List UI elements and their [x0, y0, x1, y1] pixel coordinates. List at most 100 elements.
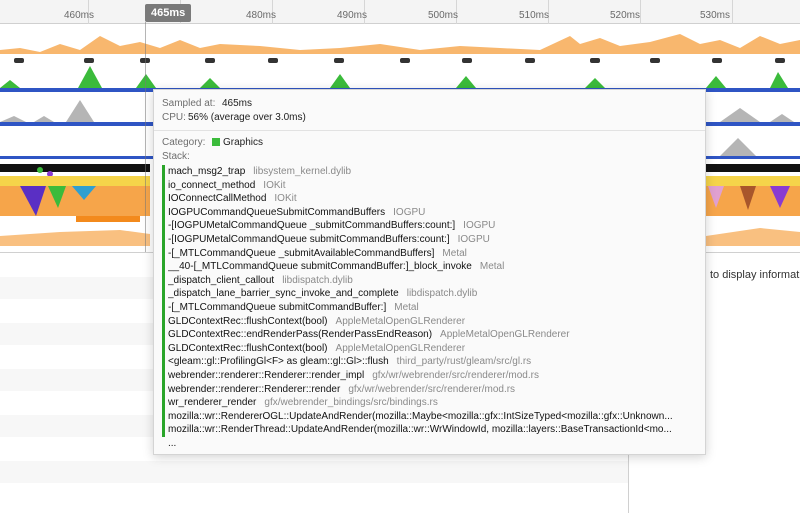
tick-line — [272, 0, 273, 24]
cpu-activity-graph — [0, 230, 150, 246]
cpu-activity-graph — [706, 228, 800, 246]
graphics-activity-peaks — [0, 66, 788, 88]
sampled-at-label: Sampled at: — [162, 98, 216, 109]
stack-frame-function: -[IOGPUMetalCommandQueue _submitCommandB… — [168, 220, 456, 232]
stack-list: mach_msg2_trap libsystem_kernel.dylib io_c… — [162, 165, 697, 450]
stack-frame-library: Metal — [394, 301, 419, 313]
stack-frame-library: third_party/rust/gleam/src/gl.rs — [396, 356, 532, 368]
stack-frame: -[_MTLCommandQueue submitCommandBuffer:]… — [168, 301, 697, 315]
stack-frame: mozilla::wr::RendererOGL::UpdateAndRende… — [168, 410, 697, 424]
stack-frame-function: GLDContextRec::flushContext(bool) — [168, 315, 328, 327]
stack-frame: _dispatch_lane_barrier_sync_invoke_and_c… — [168, 287, 697, 301]
stack-frame-library: libdispatch.dylib — [282, 274, 353, 286]
stack-frame-function: IOConnectCallMethod — [168, 193, 267, 205]
thread-samples-gray — [0, 100, 794, 122]
stack-frame-library: AppleMetalOpenGLRenderer — [335, 342, 466, 354]
stack-frame-library: AppleMetalOpenGLRenderer — [335, 315, 466, 327]
stack-frame-library: gfx/wr/webrender/src/renderer/mod.rs — [372, 369, 539, 381]
stack-frame-library: AppleMetalOpenGLRenderer — [440, 329, 570, 341]
tooltip-header: Sampled at: 465ms CPU:56% (average over 3… — [154, 90, 705, 131]
stack-frame: <gleam::gl::ProfilingGl<F> as gleam::gl:… — [168, 355, 697, 369]
table-row[interactable] — [0, 461, 628, 483]
stack-frame-library: IOKit — [263, 179, 286, 191]
stack-frame-function: _dispatch_client_callout — [168, 274, 275, 286]
cursor-line — [145, 22, 146, 252]
stack-frame: mozilla::wr::RenderThread::UpdateAndRend… — [168, 423, 697, 437]
tick-label: 490ms — [337, 10, 368, 21]
category-value: Graphics — [223, 137, 264, 148]
category-label: Category: — [162, 137, 206, 148]
stack-frame-library: gfx/webrender_bindings/src/bindings.rs — [264, 397, 438, 409]
tick-label: 500ms — [428, 10, 459, 21]
stack-frame-function: IOGPUCommandQueueSubmitCommandBuffers — [168, 206, 386, 218]
category-swatch — [212, 138, 220, 146]
tick-label: 520ms — [610, 10, 641, 21]
stack-frame-library: libsystem_kernel.dylib — [253, 166, 352, 177]
stack-frame-library: gfx/wr/webrender/src/renderer/mod.rs — [348, 383, 516, 395]
stack-frame-function: webrender::renderer::Renderer::render — [168, 383, 341, 395]
stack-frame-function: GLDContextRec::endRenderPass(RenderPassE… — [168, 329, 433, 341]
stack-frame-library: Metal — [479, 261, 505, 273]
tick-label: 480ms — [246, 10, 277, 21]
stack-frame-function: __40-[_MTLCommandQueue submitCommandBuff… — [168, 261, 472, 273]
stack-frame: io_connect_method IOKit — [168, 179, 697, 193]
stack-frame: -[IOGPUMetalCommandQueue submitCommandBu… — [168, 233, 697, 247]
tick-label: 510ms — [519, 10, 550, 21]
stack-frame: IOGPUCommandQueueSubmitCommandBuffers IOG… — [168, 206, 697, 220]
cpu-activity-graph — [0, 34, 800, 54]
tick-line — [548, 0, 549, 24]
stack-frame: -[IOGPUMetalCommandQueue _submitCommandB… — [168, 219, 697, 233]
stack-frame: __40-[_MTLCommandQueue submitCommandBuff… — [168, 260, 697, 274]
stack-frame: GLDContextRec::flushContext(bool) AppleMe… — [168, 315, 697, 329]
stack-frame-function: ... — [168, 437, 177, 449]
stack-frame-function: -[IOGPUMetalCommandQueue submitCommandBu… — [168, 233, 450, 245]
tick-line — [364, 0, 365, 24]
stack-frame-function: io_connect_method — [168, 179, 256, 191]
stack-frame: _dispatch_client_callout libdispatch.dyli… — [168, 274, 697, 288]
tick-label: 530ms — [700, 10, 731, 21]
stack-frame-function: -[_MTLCommandQueue submitCommandBuffer:] — [168, 301, 387, 313]
timeline-ruler[interactable]: 460ms 470ms 480ms 490ms 500ms 510ms 520m… — [0, 0, 800, 24]
tick-label: 460ms — [64, 10, 95, 21]
sidebar-message: to display informati — [710, 269, 800, 281]
stack-frame-function: mozilla::wr::RendererOGL::UpdateAndRende… — [168, 410, 673, 422]
stack-frame-function: mozilla::wr::RenderThread::UpdateAndRend… — [168, 424, 672, 436]
stack-frame: webrender::renderer::Renderer::render gfx… — [168, 383, 697, 397]
sample-tooltip: Sampled at: 465ms CPU:56% (average over 3… — [153, 89, 706, 455]
cpu-value: 56% (average over 3.0ms) — [188, 112, 306, 123]
stack-frame: IOConnectCallMethod IOKit — [168, 192, 697, 206]
tick-line — [456, 0, 457, 24]
cursor-time-label: 465ms — [145, 4, 192, 22]
stack-frame-function: <gleam::gl::ProfilingGl<F> as gleam::gl:… — [168, 356, 389, 368]
stack-frame: ... — [168, 437, 697, 451]
stack-frame-function: webrender::renderer::Renderer::render_im… — [168, 369, 365, 381]
stack-frame-library: IOGPU — [463, 220, 496, 232]
stack-frame: webrender::renderer::Renderer::render_im… — [168, 369, 697, 383]
thread-samples-gray — [720, 138, 756, 156]
stack-frame-library: IOKit — [274, 193, 297, 205]
stack-frame: GLDContextRec::flushContext(bool) AppleMe… — [168, 342, 697, 356]
stack-frame-library: Metal — [442, 247, 467, 259]
stack-frame-library: libdispatch.dylib — [406, 288, 478, 300]
stack-frame-function: -[_MTLCommandQueue _submitAvailableComma… — [168, 247, 435, 259]
stack-frame-function: GLDContextRec::flushContext(bool) — [168, 342, 328, 354]
cpu-label: CPU: — [162, 112, 186, 123]
stack-frame-function: wr_renderer_render — [168, 397, 257, 409]
stack-frame: mach_msg2_trap libsystem_kernel.dylib — [168, 165, 697, 179]
stack-frame: wr_renderer_render gfx/webrender_bindings… — [168, 396, 697, 410]
stack-frame-library: IOGPU — [457, 233, 490, 245]
tick-line — [732, 0, 733, 24]
stack-frame-function: mach_msg2_trap — [168, 166, 246, 177]
marker-row — [14, 58, 785, 63]
category-activity-row — [0, 164, 800, 222]
stack-frame-library: IOGPU — [393, 206, 426, 218]
tick-line — [88, 0, 89, 24]
sampled-at-value: 465ms — [222, 98, 253, 109]
stack-frame: -[_MTLCommandQueue _submitAvailableComma… — [168, 247, 697, 261]
stack-frame-function: _dispatch_lane_barrier_sync_invoke_and_c… — [168, 288, 399, 300]
stack-frame: GLDContextRec::endRenderPass(RenderPassE… — [168, 328, 697, 342]
stack-category-bar — [162, 165, 165, 437]
tick-line — [640, 0, 641, 24]
stack-label: Stack: — [162, 151, 190, 162]
